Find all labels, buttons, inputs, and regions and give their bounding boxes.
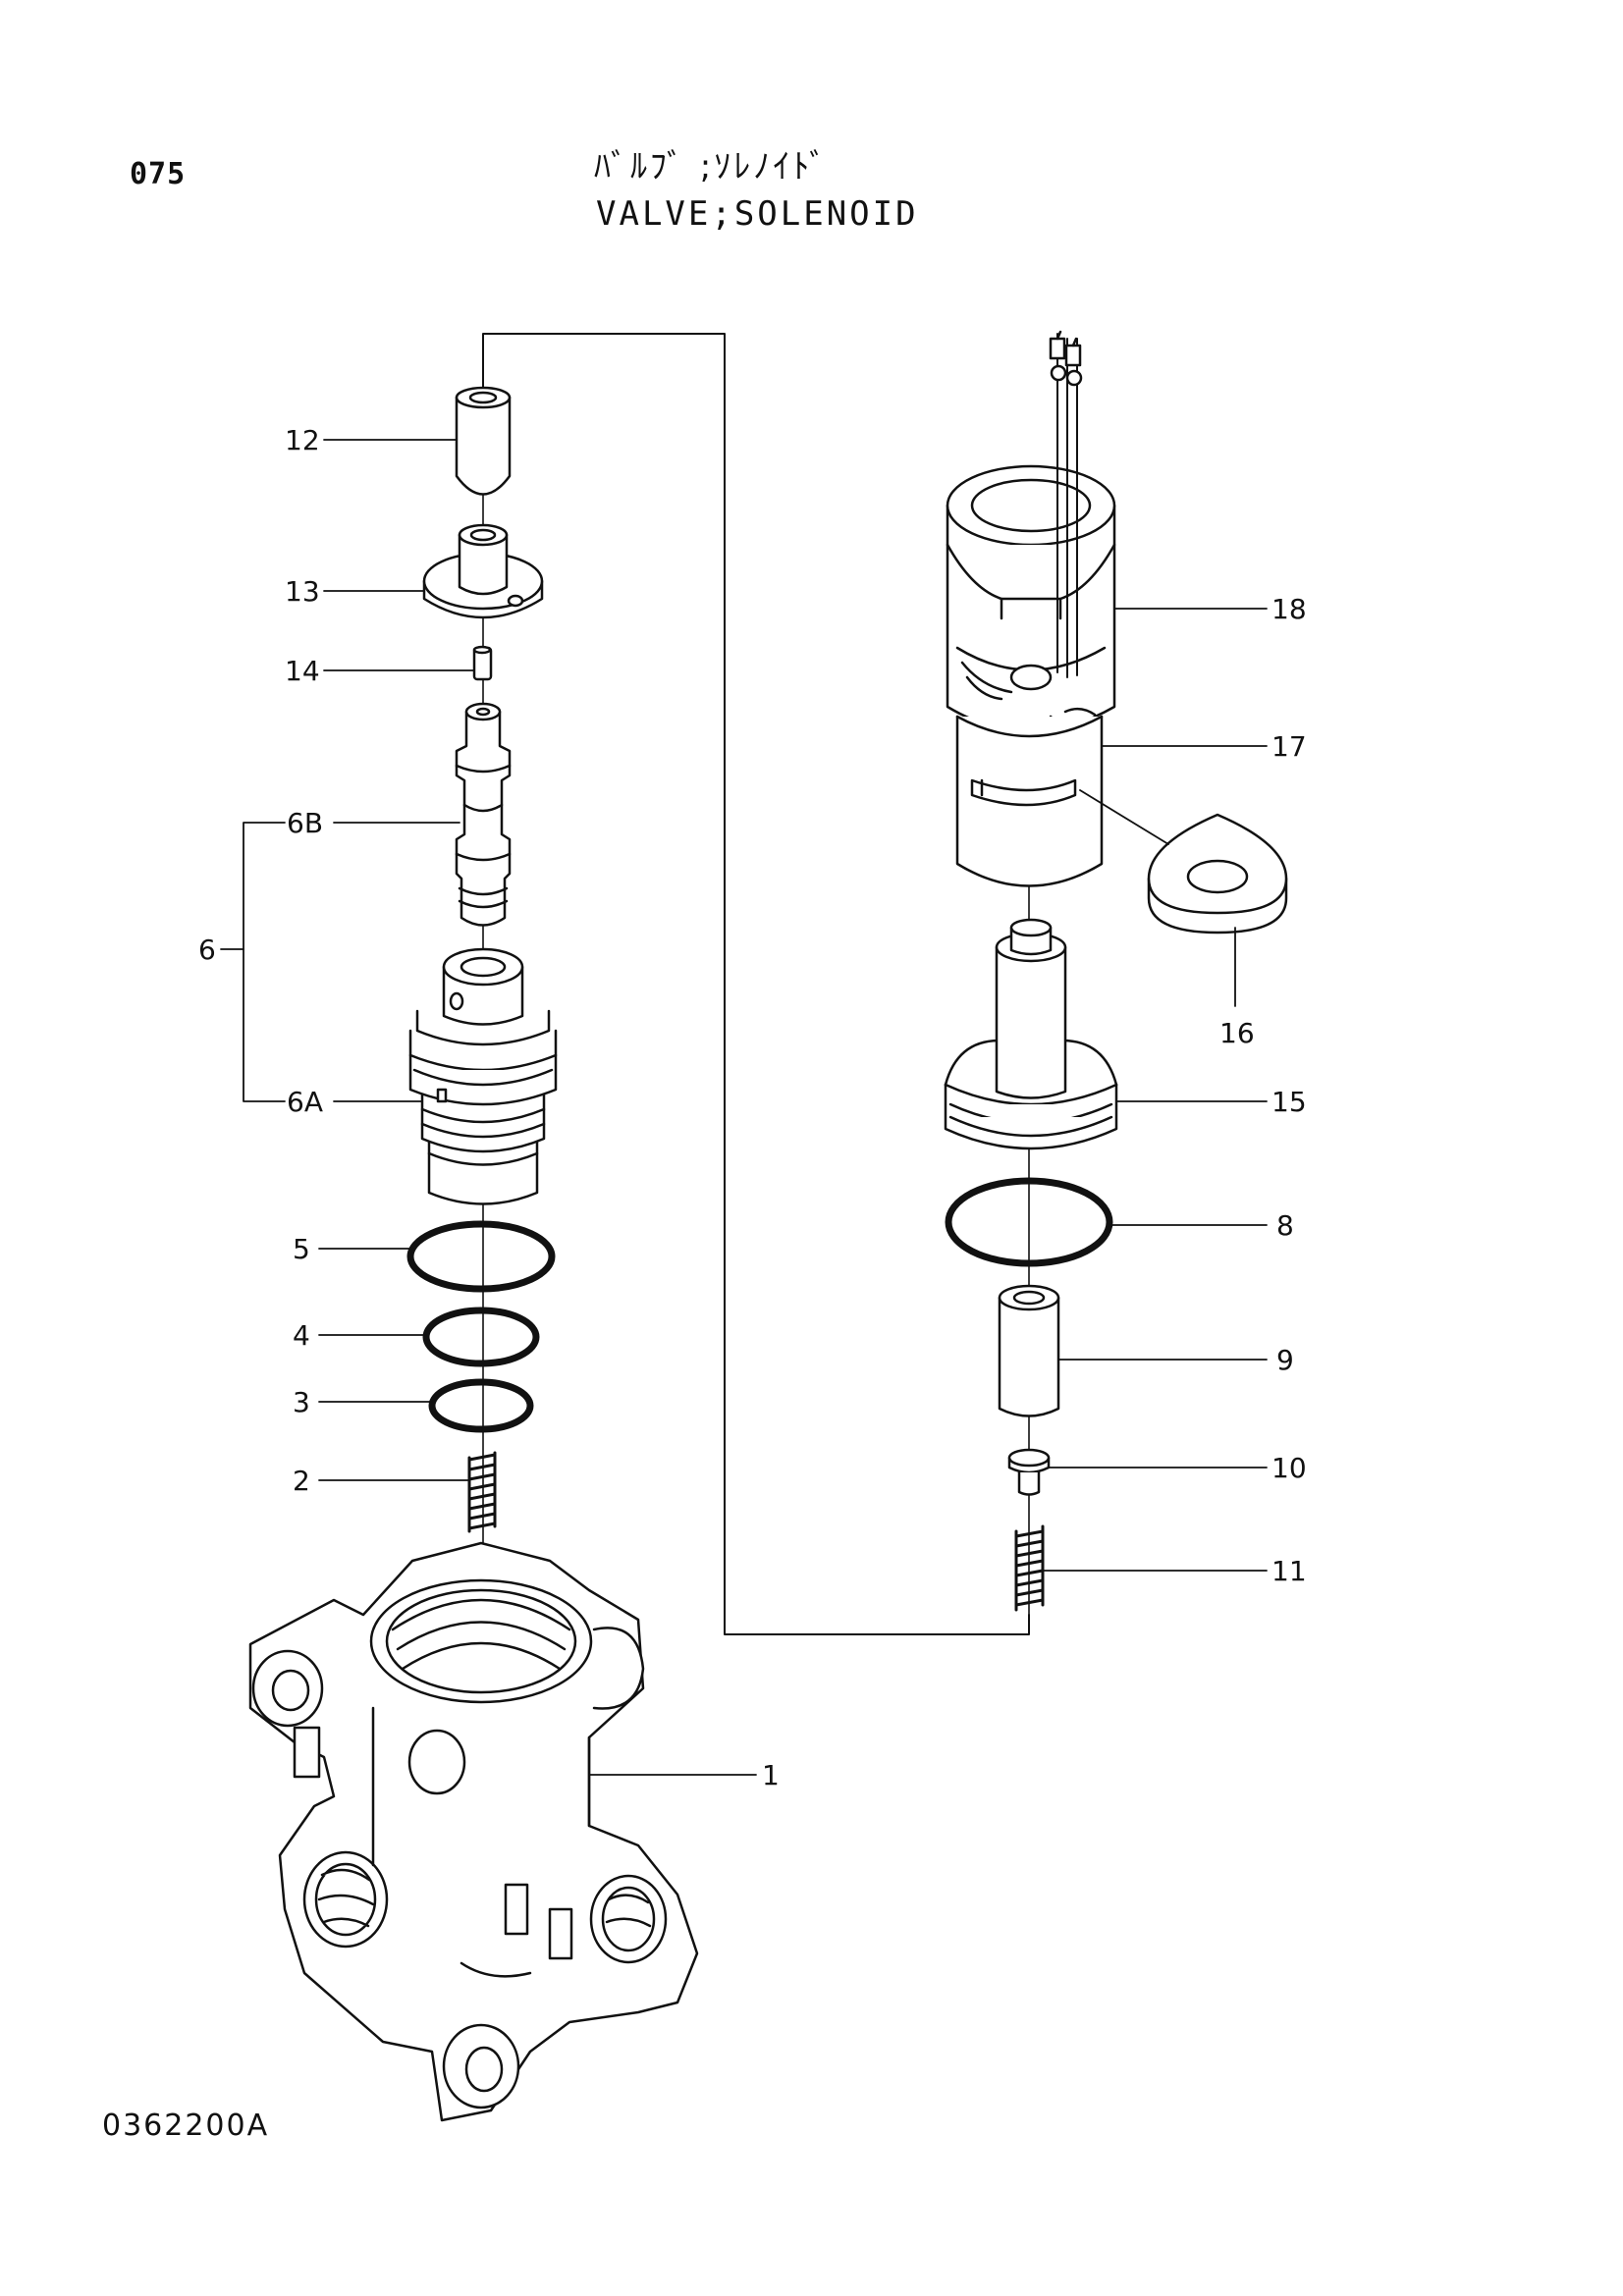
part-15-core (944, 918, 1118, 1150)
callout-3: 3 (293, 1386, 310, 1418)
part-11-spring (1014, 1524, 1045, 1612)
callout-18: 18 (1271, 593, 1307, 625)
callout-11: 11 (1271, 1555, 1307, 1587)
callout-12: 12 (285, 424, 320, 456)
part-6b-spool (455, 702, 512, 927)
part-3-o-ring (428, 1378, 534, 1433)
callout-14: 14 (285, 655, 320, 687)
callout-13: 13 (285, 575, 320, 608)
part-4-o-ring (422, 1307, 540, 1367)
title-japanese: ﾊﾞﾙﾌﾞ ;ｿﾚﾉｲﾄﾞ (594, 147, 830, 187)
callout-6b: 6B (287, 807, 323, 839)
part-14-pin (472, 645, 493, 681)
callout-8: 8 (1276, 1209, 1294, 1242)
callout-17: 17 (1271, 730, 1307, 763)
part-16-washer (1147, 813, 1288, 934)
callout-6a: 6A (287, 1086, 323, 1118)
part-1-valve-body (248, 1541, 699, 2122)
callout-labels: 12 13 14 6B 6 6A 5 4 3 2 1 18 17 16 15 8… (198, 424, 1307, 1791)
part-6a-sleeve (408, 947, 558, 1205)
part-18-case (946, 330, 1116, 733)
callout-6: 6 (198, 934, 216, 966)
callout-2: 2 (293, 1465, 310, 1497)
part-5-o-ring (406, 1220, 556, 1293)
callout-15: 15 (1271, 1086, 1307, 1118)
part-10-pin (1007, 1448, 1051, 1496)
part-12-cap (455, 386, 512, 496)
leader-lines (220, 439, 1268, 1776)
part-13-flange (422, 523, 544, 619)
callout-1: 1 (762, 1759, 780, 1791)
callout-16: 16 (1219, 1017, 1255, 1049)
part-2-spring (467, 1451, 497, 1533)
assembly-link-line (482, 333, 1030, 1635)
title-english: VALVE;SOLENOID (596, 194, 919, 234)
callout-4: 4 (293, 1319, 310, 1352)
part-17-coil (955, 715, 1104, 887)
callout-9: 9 (1276, 1344, 1294, 1376)
drawing-number: 0362200A (102, 2109, 270, 2143)
part-8-o-ring (945, 1177, 1113, 1267)
callout-5: 5 (293, 1233, 310, 1265)
callout-10: 10 (1271, 1452, 1307, 1484)
part-9-plunger (998, 1284, 1060, 1417)
page-number: 075 (130, 157, 187, 191)
